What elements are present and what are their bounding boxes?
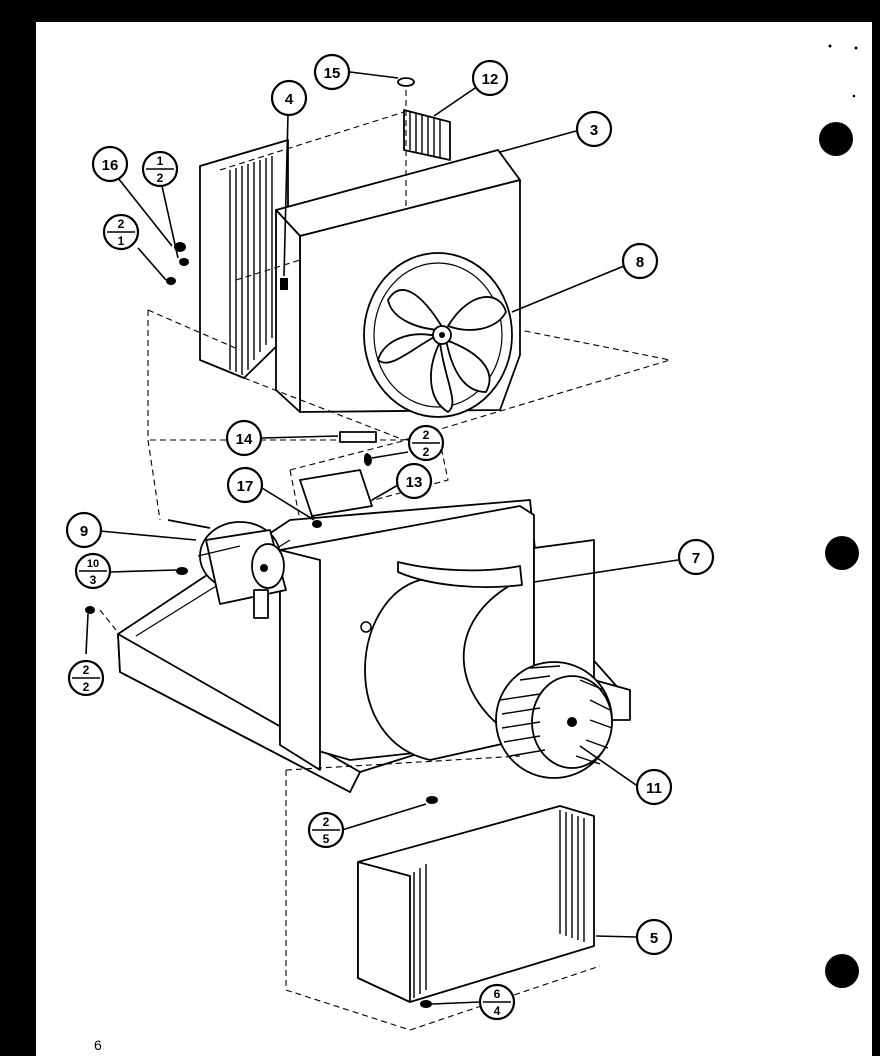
screw-16 <box>174 242 186 252</box>
callout-7-label: 7 <box>692 550 700 567</box>
callout-13-label: 13 <box>406 474 423 491</box>
callout-fraction-2-5-bottom: 5 <box>323 832 330 846</box>
blower-scroll-7 <box>279 505 631 771</box>
callout-13: 13 <box>395 462 433 500</box>
callout-fraction-1-2-bottom: 2 <box>157 171 164 185</box>
speck <box>828 44 832 48</box>
callout-fraction-2-2-upper-top: 2 <box>423 428 430 442</box>
speck <box>854 46 858 50</box>
callout-5: 5 <box>635 918 673 956</box>
condenser-coil-12 <box>199 109 451 379</box>
screw-1-2 <box>179 258 189 266</box>
callout-8-label: 8 <box>636 254 644 271</box>
binder-hole-middle <box>825 536 859 570</box>
callout-7: 7 <box>677 538 715 576</box>
callout-14-label: 14 <box>236 431 253 448</box>
blower-wheel-11 <box>495 661 613 779</box>
plug-15 <box>397 77 415 87</box>
callout-15-label: 15 <box>324 65 341 82</box>
callout-fraction-6-4-top: 6 <box>494 987 501 1001</box>
callout-17: 17 <box>226 466 264 504</box>
callout-12: 12 <box>471 59 509 97</box>
callout-11: 11 <box>635 768 673 806</box>
callout-fraction-2-2-upper: 2 2 <box>407 424 445 462</box>
speck <box>852 94 856 98</box>
screw-2-1 <box>166 277 176 285</box>
screw-6-4 <box>420 1000 432 1008</box>
binder-hole-top <box>819 122 853 156</box>
callout-12-label: 12 <box>482 71 499 88</box>
callout-fraction-10-3: 10 3 <box>74 552 112 590</box>
callout-fraction-10-3-bottom: 3 <box>90 573 97 587</box>
callout-9-label: 9 <box>80 523 88 540</box>
callout-4-label: 4 <box>285 91 294 108</box>
callout-fraction-2-2-lower-bottom: 2 <box>83 680 90 694</box>
callout-fraction-1-2-top: 1 <box>157 154 164 168</box>
screw-10-3 <box>176 567 188 575</box>
callout-3: 3 <box>575 110 613 148</box>
callout-fraction-2-1-top: 2 <box>118 217 125 231</box>
callout-fraction-6-4: 6 4 <box>478 983 516 1021</box>
callout-9: 9 <box>65 511 103 549</box>
callout-fraction-2-2-lower: 2 2 <box>67 659 105 697</box>
page-number: 6 <box>94 1037 102 1053</box>
callout-fraction-2-1-bottom: 1 <box>118 234 125 248</box>
callout-5-label: 5 <box>650 930 658 947</box>
callout-4: 4 <box>270 79 308 117</box>
callout-3-label: 3 <box>590 122 598 139</box>
callout-fraction-2-1: 2 1 <box>102 213 140 251</box>
blower-motor-9 <box>167 519 287 619</box>
screw-17 <box>312 520 322 528</box>
callout-15: 15 <box>313 53 351 91</box>
callout-fraction-2-5: 2 5 <box>307 811 345 849</box>
callout-fraction-10-3-top: 10 <box>87 558 99 570</box>
screw-2-2-upper <box>364 453 370 463</box>
callout-17-label: 17 <box>237 478 254 495</box>
callout-14: 14 <box>225 419 263 457</box>
evaporator-coil-5 <box>357 805 595 1003</box>
callout-fraction-2-2-lower-top: 2 <box>83 663 90 677</box>
callout-16: 16 <box>91 145 129 183</box>
screw-2-2-lower <box>85 606 95 614</box>
callout-fraction-1-2: 1 2 <box>141 150 179 188</box>
callout-11-label: 11 <box>646 780 662 797</box>
clip-4 <box>280 278 288 290</box>
callout-fraction-2-2-upper-bottom: 2 <box>423 445 430 459</box>
fan-blade-8 <box>377 289 507 413</box>
bracket-14 <box>339 431 377 443</box>
screw-2-5 <box>426 796 438 804</box>
callout-16-label: 16 <box>102 157 119 174</box>
binder-hole-bottom <box>825 954 859 988</box>
callout-fraction-6-4-bottom: 4 <box>494 1004 501 1018</box>
leader-lines <box>85 71 679 1005</box>
callout-fraction-2-5-top: 2 <box>323 815 330 829</box>
callout-8: 8 <box>621 242 659 280</box>
